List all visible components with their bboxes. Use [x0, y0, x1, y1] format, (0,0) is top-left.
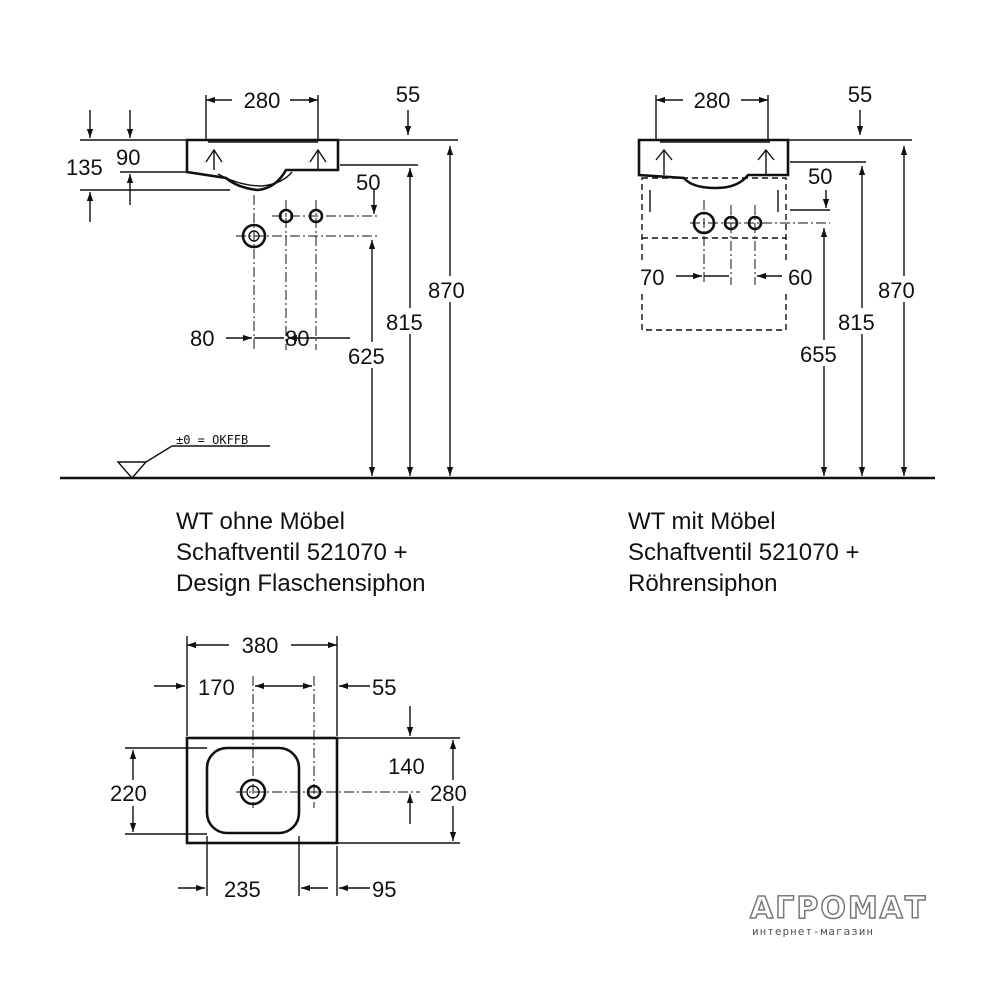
top-dim-140: 140: [388, 754, 425, 779]
watermark-subtitle: интернет-магазин: [752, 925, 874, 938]
right-caption-line-1: WT mit Möbel: [628, 508, 776, 535]
top-dim-220: 220: [110, 781, 147, 806]
right-dim-870: 870: [878, 278, 915, 303]
left-dim-90: 90: [116, 145, 140, 170]
right-dim-280: 280: [694, 88, 731, 113]
right-side-view: 280 55 70 60 50 870 815 655: [628, 82, 928, 597]
right-dim-55: 55: [848, 82, 872, 107]
top-dim-280: 280: [430, 781, 467, 806]
watermark-title: АГРОМАТ: [750, 891, 927, 926]
left-dim-815: 815: [386, 310, 423, 335]
right-dim-70: 70: [640, 265, 664, 290]
floor-level-symbol: [116, 461, 148, 480]
top-view: 380 170 55 220 140 280 235: [108, 632, 480, 902]
watermark: АГРОМАТ интернет-магазин: [749, 890, 927, 938]
left-side-view: 280 55 135 90 50 80 80: [66, 82, 475, 597]
top-basin-outline: [185, 736, 339, 845]
top-dim-380: 380: [242, 633, 279, 658]
floor-level-note: ±0 = OKFFB: [176, 433, 248, 447]
top-dim-235: 235: [224, 877, 261, 902]
top-dim-55: 55: [372, 675, 396, 700]
cabinet-outline: [641, 177, 787, 331]
left-dim-625: 625: [348, 344, 385, 369]
left-dim-80a: 80: [190, 326, 214, 351]
left-dim-135: 135: [66, 155, 103, 180]
left-caption-line-2: Schaftventil 521070 +: [176, 539, 408, 566]
right-dim-815: 815: [838, 310, 875, 335]
left-basin-outline: [185, 138, 340, 192]
left-dim-870: 870: [428, 278, 465, 303]
top-dim-95: 95: [372, 877, 396, 902]
left-dim-55: 55: [396, 82, 420, 107]
right-caption-line-3: Röhrensiphon: [628, 570, 777, 597]
left-caption-line-3: Design Flaschensiphon: [176, 570, 425, 597]
left-dim-50: 50: [356, 170, 380, 195]
right-dim-60: 60: [788, 265, 812, 290]
right-caption-line-2: Schaftventil 521070 +: [628, 539, 860, 566]
left-dim-80b: 80: [285, 326, 309, 351]
right-dim-655: 655: [800, 342, 837, 367]
left-dim-280: 280: [244, 88, 281, 113]
left-caption-line-1: WT ohne Möbel: [176, 508, 345, 535]
top-dim-170: 170: [198, 675, 235, 700]
right-basin-outline: [637, 138, 790, 190]
right-dim-50: 50: [808, 164, 832, 189]
